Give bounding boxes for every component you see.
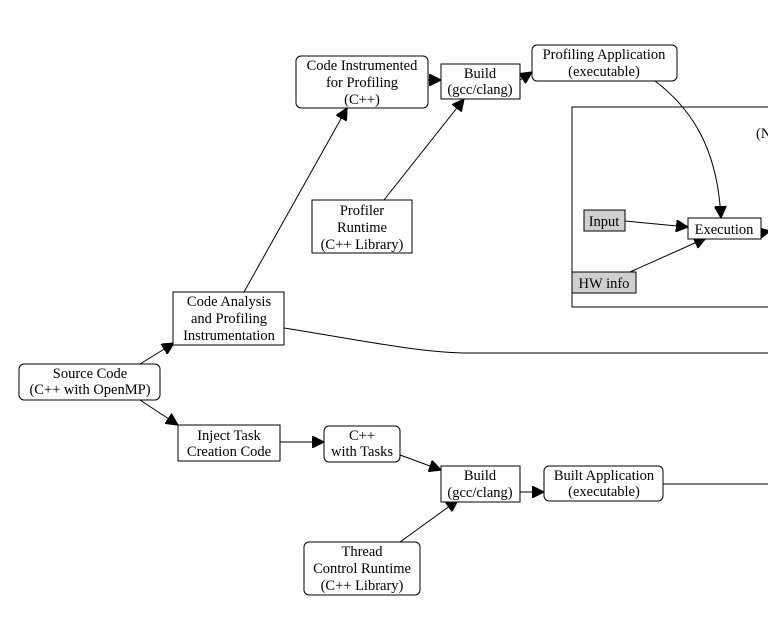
svg-text:Profiling Application: Profiling Application — [543, 47, 667, 63]
svg-text:C++: C++ — [349, 428, 375, 444]
cluster-label: (N — [756, 126, 768, 142]
node-cpp-with-tasks: C++ with Tasks — [323, 425, 401, 463]
node-code-instrumented: Code Instrumented for Profiling (C++) — [295, 55, 429, 109]
edges — [139, 72, 768, 543]
node-thread-control-runtime: Thread Control Runtime (C++ Library) — [303, 541, 421, 596]
node-build-profiling: Build (gcc/clang) — [440, 63, 521, 100]
svg-text:(C++ Library): (C++ Library) — [321, 578, 404, 594]
svg-text:Input: Input — [589, 214, 620, 230]
svg-text:Control Runtime: Control Runtime — [313, 561, 411, 577]
svg-text:with Tasks: with Tasks — [331, 444, 393, 460]
edge-runtime-to-build — [383, 99, 464, 201]
svg-text:Source Code: Source Code — [53, 366, 128, 382]
svg-text:Thread: Thread — [341, 544, 383, 560]
node-code-analysis: Code Analysis and Profiling Instrumentat… — [172, 291, 285, 346]
node-source-code: Source Code (C++ with OpenMP) — [18, 363, 161, 401]
svg-text:Creation Code: Creation Code — [187, 444, 271, 460]
node-hw-info: HW info — [571, 271, 637, 294]
svg-text:Code Instrumented: Code Instrumented — [307, 58, 418, 74]
svg-text:Code Analysis: Code Analysis — [187, 294, 272, 310]
edge-source-to-inject — [139, 399, 178, 425]
svg-text:and Profiling: and Profiling — [191, 311, 267, 327]
svg-text:(gcc/clang): (gcc/clang) — [447, 82, 512, 98]
svg-text:(gcc/clang): (gcc/clang) — [447, 485, 512, 501]
svg-text:(C++ Library): (C++ Library) — [321, 237, 404, 253]
svg-text:Built Application: Built Application — [554, 468, 655, 484]
node-build-tasks: Build (gcc/clang) — [440, 465, 521, 503]
svg-text:Execution: Execution — [695, 222, 755, 238]
svg-text:(C++ with OpenMP): (C++ with OpenMP) — [29, 382, 150, 398]
edge-cpptasks-to-build — [399, 454, 441, 470]
edge-profiling-app-to-execution — [654, 80, 721, 218]
edge-input-to-execution — [624, 221, 688, 227]
svg-text:(executable): (executable) — [568, 484, 640, 500]
edge-analysis-to-right — [283, 327, 768, 354]
node-profiling-application: Profiling Application (executable) — [531, 44, 678, 82]
svg-text:Build: Build — [464, 468, 497, 484]
svg-text:Build: Build — [464, 66, 497, 82]
edge-source-to-analysis — [139, 343, 174, 365]
svg-text:Runtime: Runtime — [337, 220, 387, 236]
edge-execution-to-right — [760, 231, 768, 233]
edge-hwinfo-to-execution — [629, 238, 706, 273]
edge-build-to-profiling-app — [520, 72, 532, 80]
execution-cluster — [571, 106, 768, 308]
node-profiler-runtime: Profiler Runtime (C++ Library) — [311, 199, 413, 254]
node-input: Input — [583, 209, 626, 232]
svg-text:for Profiling: for Profiling — [326, 75, 398, 91]
svg-text:(C++): (C++) — [344, 92, 380, 108]
node-inject-task: Inject Task Creation Code — [177, 424, 281, 462]
node-execution: Execution — [687, 217, 762, 240]
edge-threadruntime-to-build — [399, 500, 458, 543]
svg-text:(executable): (executable) — [568, 64, 640, 80]
node-built-application: Built Application (executable) — [543, 465, 664, 502]
edge-analysis-to-instrumented — [243, 108, 347, 293]
svg-text:Inject Task: Inject Task — [197, 428, 261, 444]
svg-text:HW info: HW info — [579, 276, 630, 292]
svg-text:Instrumentation: Instrumentation — [183, 328, 276, 344]
svg-text:Profiler: Profiler — [340, 203, 384, 219]
